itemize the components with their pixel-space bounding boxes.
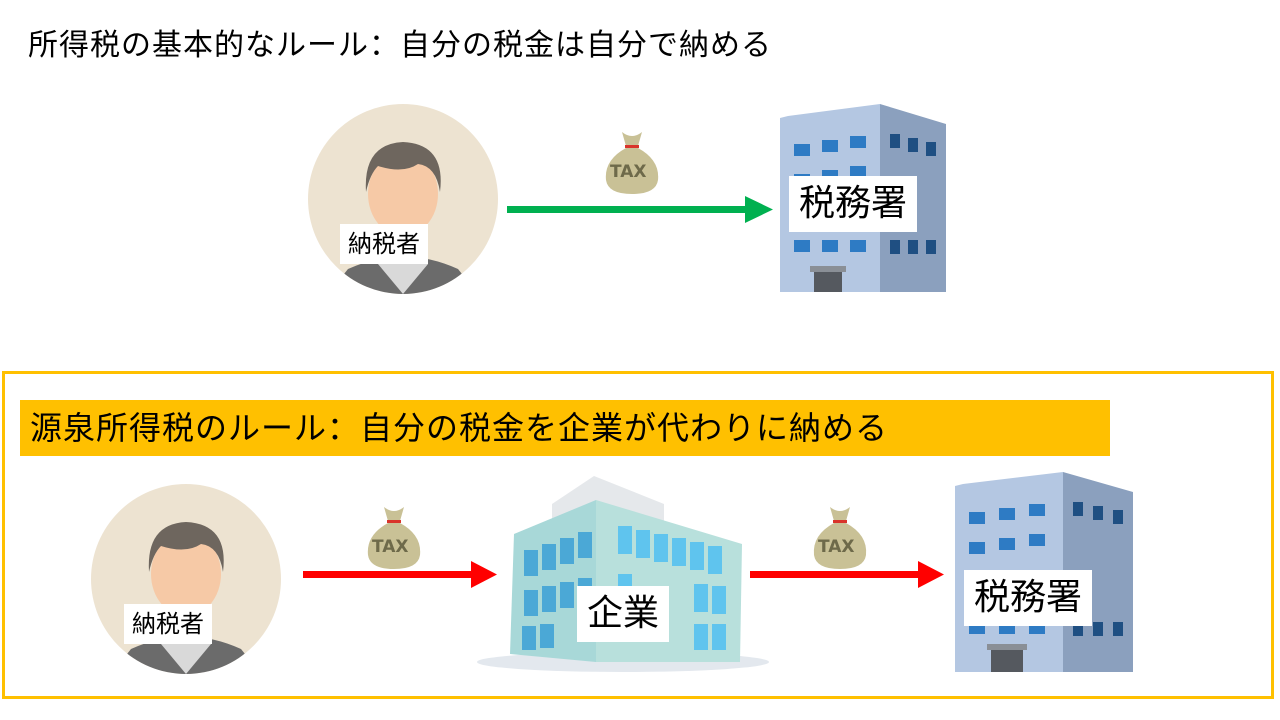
taxpayer-label: 納税者	[340, 224, 428, 264]
payment-arrow-to-company	[303, 561, 497, 589]
taxpayer-label-bottom: 納税者	[124, 604, 212, 644]
tax-office-label-bottom: 税務署	[964, 570, 1093, 626]
taxpayer-avatar	[308, 104, 498, 294]
withholding-tax-frame	[2, 371, 1274, 699]
company-label: 企業	[577, 586, 670, 642]
person-icon	[328, 142, 478, 294]
tax-bag-label: TAX	[372, 537, 409, 557]
withholding-rule-title: 源泉所得税のルール：自分の税金を企業が代わりに納める	[30, 409, 889, 447]
withholding-rule-banner: 源泉所得税のルール：自分の税金を企業が代わりに納める	[20, 400, 1110, 456]
tax-office-label: 税務署	[789, 176, 918, 232]
basic-rule-title: 所得税の基本的なルール：自分の税金は自分で納める	[28, 28, 772, 63]
tax-bag-icon: TAX	[362, 503, 426, 569]
tax-bag-icon: TAX	[600, 128, 664, 194]
taxpayer-avatar-bottom	[91, 484, 281, 674]
person-icon	[111, 522, 261, 674]
tax-bag-label: TAX	[610, 162, 647, 182]
tax-bag-label: TAX	[818, 537, 855, 557]
payment-arrow-to-tax-office	[750, 561, 944, 589]
payment-arrow	[507, 196, 773, 224]
company-building-icon	[474, 474, 772, 674]
tax-bag-icon: TAX	[808, 503, 872, 569]
